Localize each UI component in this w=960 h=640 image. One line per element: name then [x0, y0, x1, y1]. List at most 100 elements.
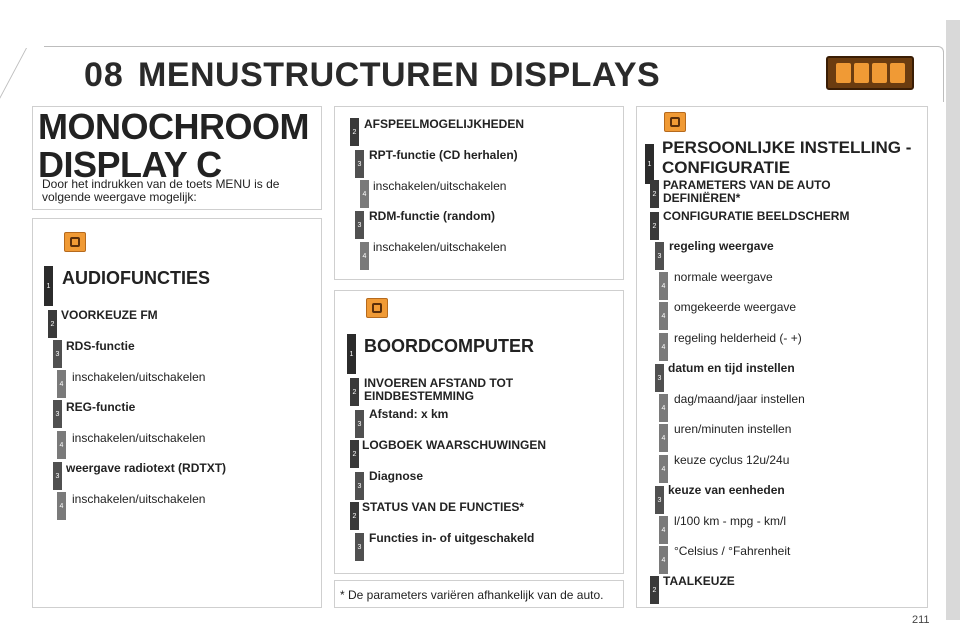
menu-entry: normale weergave	[674, 270, 773, 284]
menu-entry: inschakelen/uitschakelen	[72, 370, 206, 384]
personal-title-line2: CONFIGURATIE	[662, 158, 791, 177]
menu-entry: inschakelen/uitschakelen	[72, 492, 206, 506]
playback-panel	[334, 106, 624, 280]
menu-entry-line2: DEFINIËREN*	[663, 191, 741, 205]
level-marker: 4	[57, 492, 66, 520]
level-marker: 4	[659, 394, 668, 422]
menu-entry: datum en tijd instellen	[668, 361, 795, 375]
level-marker: 2	[350, 502, 359, 530]
menu-entry: STATUS VAN DE FUNCTIES*	[362, 500, 525, 514]
level-marker: 3	[355, 472, 364, 500]
level-marker: 3	[53, 462, 62, 490]
menu-entry: RPT-functie (CD herhalen)	[369, 148, 518, 162]
level-marker: 4	[360, 180, 369, 208]
level-marker: 2	[650, 180, 659, 208]
menu-entry: keuze van eenheden	[668, 483, 785, 497]
menu-entry: RDM-functie (random)	[369, 209, 495, 223]
menu-entry: l/100 km - mpg - km/l	[674, 514, 787, 528]
level-marker: 4	[659, 424, 668, 452]
menu-entry-label: Afstand	[369, 407, 414, 421]
level-marker: 2	[650, 212, 659, 240]
level-marker: 3	[355, 410, 364, 438]
page-number: 211	[912, 614, 930, 626]
menu-entry-line1: PARAMETERS VAN DE AUTO	[663, 178, 831, 192]
header-frame	[44, 46, 944, 102]
level-marker: 3	[655, 242, 664, 270]
level-marker: 3	[53, 400, 62, 428]
fuel-icon	[889, 63, 905, 83]
menu-entry-value: : x km	[413, 407, 449, 421]
menu-entry: LOGBOEK WAARSCHUWINGEN	[362, 438, 546, 452]
level-marker: 4	[659, 302, 668, 330]
level-marker: 4	[659, 546, 668, 574]
menu-entry: VOORKEUZE FM	[61, 308, 158, 322]
intro-text: Door het indrukken van de toets MENU is …	[42, 177, 280, 204]
settings-icon	[664, 112, 686, 132]
display-title: MONOCHROOM DISPLAY C	[38, 108, 309, 184]
level-marker: 4	[659, 516, 668, 544]
monochrome-panel	[32, 106, 322, 210]
level-marker: 1	[44, 266, 53, 306]
menu-entry: uren/minuten instellen	[674, 422, 792, 436]
level-marker: 4	[57, 370, 66, 398]
menu-entry: Functies in- of uitgeschakeld	[369, 531, 535, 545]
audio-section-title: AUDIOFUNCTIES	[62, 268, 210, 288]
page-edge-strip	[946, 20, 960, 620]
level-marker: 4	[659, 455, 668, 483]
menu-entry: inschakelen/uitschakelen	[373, 240, 507, 254]
level-marker: 2	[48, 310, 57, 338]
menu-entry: °Celsius / °Fahrenheit	[674, 544, 791, 558]
menu-entry: PARAMETERS VAN DE AUTO DEFINIËREN*	[663, 179, 831, 205]
menu-entry: weergave radiotext (RDTXT)	[66, 461, 227, 475]
computer-icon	[853, 63, 869, 83]
settings-icon	[871, 63, 887, 83]
personal-section-title: PERSOONLIJKE INSTELLING - CONFIGURATIE	[662, 138, 911, 178]
level-marker: 3	[655, 364, 664, 392]
footnote: * De parameters variëren afhankelijk van…	[340, 588, 604, 602]
computer-section-title: BOORDCOMPUTER	[364, 336, 534, 356]
menu-entry-line1: INVOEREN AFSTAND TOT	[364, 376, 514, 390]
personal-panel	[636, 106, 928, 608]
menu-entry: AFSPEELMOGELIJKHEDEN	[364, 117, 525, 131]
level-marker: 1	[645, 144, 654, 184]
audio-panel	[32, 218, 322, 608]
computer-panel	[334, 290, 624, 574]
personal-title-line1: PERSOONLIJKE INSTELLING -	[662, 138, 912, 157]
audio-icon	[64, 232, 86, 252]
menu-entry: omgekeerde weergave	[674, 300, 797, 314]
display-title-line1: MONOCHROOM	[38, 106, 309, 147]
level-marker: 1	[347, 334, 356, 374]
menu-entry: inschakelen/uitschakelen	[72, 431, 206, 445]
level-marker: 2	[350, 440, 359, 468]
level-marker: 3	[655, 486, 664, 514]
menu-entry: TAALKEUZE	[663, 574, 735, 588]
menu-entry: keuze cyclus 12u/24u	[674, 453, 790, 467]
level-marker: 4	[57, 431, 66, 459]
audio-icon	[835, 63, 851, 83]
level-marker: 4	[659, 272, 668, 300]
fuel-pump-icon	[366, 298, 388, 318]
menu-entry-line2: EINDBESTEMMING	[364, 389, 475, 403]
menu-entry: REG-functie	[66, 400, 136, 414]
menu-entry: regeling weergave	[669, 239, 774, 253]
level-marker: 4	[659, 333, 668, 361]
menu-entry: Diagnose	[369, 469, 424, 483]
chapter-title: MENUSTRUCTUREN DISPLAYS	[138, 56, 661, 94]
header-display-graphic	[826, 56, 914, 90]
level-marker: 3	[355, 150, 364, 178]
level-marker: 3	[355, 533, 364, 561]
footnote-panel	[334, 580, 624, 608]
level-marker: 4	[360, 242, 369, 270]
menu-entry: inschakelen/uitschakelen	[373, 179, 507, 193]
level-marker: 3	[355, 211, 364, 239]
display-title-line2: DISPLAY C	[38, 144, 222, 185]
chapter-number: 08	[84, 56, 124, 94]
level-marker: 2	[350, 378, 359, 406]
menu-entry: CONFIGURATIE BEELDSCHERM	[663, 209, 850, 223]
menu-entry: RDS-functie	[66, 339, 135, 353]
menu-entry: dag/maand/jaar instellen	[674, 392, 805, 406]
level-marker: 3	[53, 340, 62, 368]
level-marker: 2	[650, 576, 659, 604]
level-marker: 2	[350, 118, 359, 146]
menu-entry: Afstand: x km	[369, 408, 448, 421]
